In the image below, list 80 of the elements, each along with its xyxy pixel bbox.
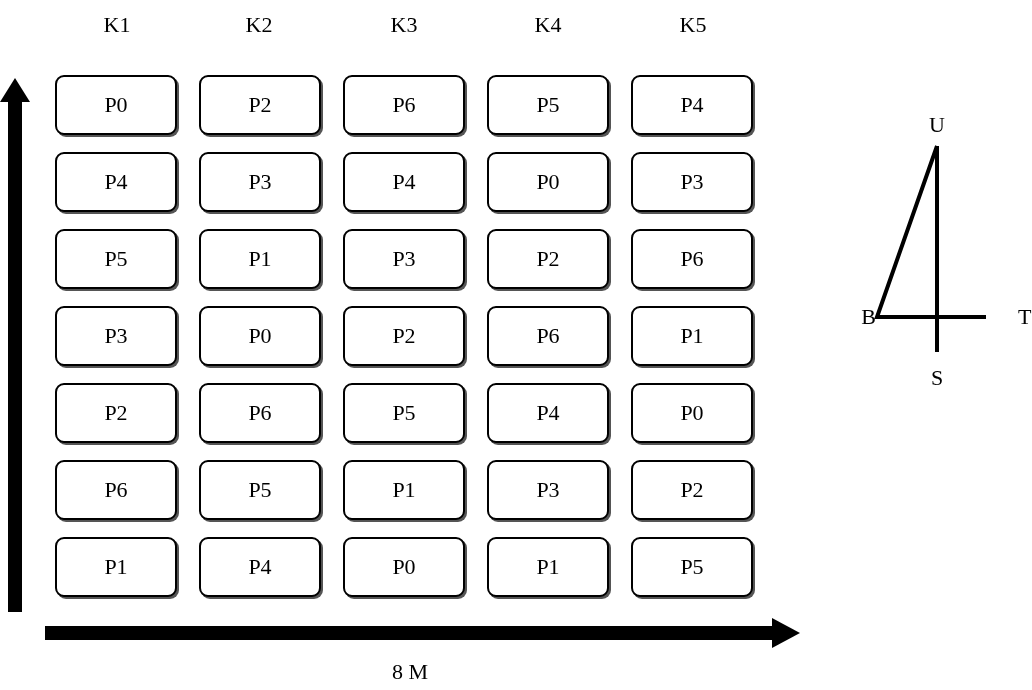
box-label: P2 — [392, 323, 416, 349]
box-label: P6 — [536, 323, 560, 349]
compass-label: U — [929, 112, 945, 138]
box-label: P0 — [536, 169, 560, 195]
grid-box — [487, 75, 609, 135]
box-label: P4 — [536, 400, 560, 426]
column-label: K2 — [245, 12, 273, 38]
box-label: P4 — [680, 92, 704, 118]
grid-box — [343, 152, 465, 212]
grid-box — [55, 229, 177, 289]
grid-box — [199, 537, 321, 597]
column-label: K3 — [390, 12, 418, 38]
box-label: P4 — [104, 169, 128, 195]
grid-box — [343, 229, 465, 289]
box-label: P0 — [392, 554, 416, 580]
grid-box — [631, 75, 753, 135]
box-label: P3 — [248, 169, 272, 195]
grid-box — [487, 229, 609, 289]
grid-box — [199, 306, 321, 366]
box-label: P0 — [104, 92, 128, 118]
grid-box — [55, 537, 177, 597]
box-label: P4 — [392, 169, 416, 195]
compass-label: S — [930, 365, 944, 391]
grid-box — [631, 229, 753, 289]
grid-box — [343, 75, 465, 135]
box-label: P1 — [680, 323, 704, 349]
compass-label: B — [861, 304, 876, 330]
box-label: P5 — [392, 400, 416, 426]
box-label: P5 — [680, 554, 704, 580]
grid-box — [631, 383, 753, 443]
grid-box — [55, 306, 177, 366]
box-label: P3 — [536, 477, 560, 503]
box-label: P2 — [248, 92, 272, 118]
grid-box — [487, 152, 609, 212]
box-label: P1 — [248, 246, 272, 272]
box-label: P6 — [248, 400, 272, 426]
grid-box — [631, 460, 753, 520]
grid-box — [631, 306, 753, 366]
grid-box — [199, 383, 321, 443]
grid-box — [199, 75, 321, 135]
grid-box — [631, 537, 753, 597]
box-label: P6 — [104, 477, 128, 503]
column-label: K4 — [534, 12, 562, 38]
box-label: P1 — [104, 554, 128, 580]
column-label: K5 — [679, 12, 707, 38]
grid-box — [55, 75, 177, 135]
grid-box — [55, 383, 177, 443]
box-label: P0 — [248, 323, 272, 349]
grid-box — [631, 152, 753, 212]
box-label: P6 — [392, 92, 416, 118]
box-label: P3 — [680, 169, 704, 195]
compass-label: T — [1018, 304, 1032, 330]
box-label: P1 — [392, 477, 416, 503]
box-label: P5 — [248, 477, 272, 503]
box-label: P6 — [680, 246, 704, 272]
box-label: P2 — [536, 246, 560, 272]
box-label: P3 — [392, 246, 416, 272]
grid-box — [343, 537, 465, 597]
grid-box — [487, 306, 609, 366]
box-label: P1 — [536, 554, 560, 580]
grid-box — [55, 152, 177, 212]
grid-box — [487, 460, 609, 520]
box-label: P5 — [104, 246, 128, 272]
dimension-label: 8 M — [391, 659, 429, 685]
grid-box — [487, 537, 609, 597]
box-label: P3 — [104, 323, 128, 349]
box-label: P2 — [680, 477, 704, 503]
grid-box — [199, 229, 321, 289]
grid-box — [343, 383, 465, 443]
grid-box — [343, 306, 465, 366]
box-label: P4 — [248, 554, 272, 580]
grid-box — [55, 460, 177, 520]
grid-box — [487, 383, 609, 443]
grid-box — [199, 152, 321, 212]
box-label: P0 — [680, 400, 704, 426]
box-label: P5 — [536, 92, 560, 118]
column-label: K1 — [103, 12, 131, 38]
box-label: P2 — [104, 400, 128, 426]
grid-box — [199, 460, 321, 520]
grid-box — [343, 460, 465, 520]
